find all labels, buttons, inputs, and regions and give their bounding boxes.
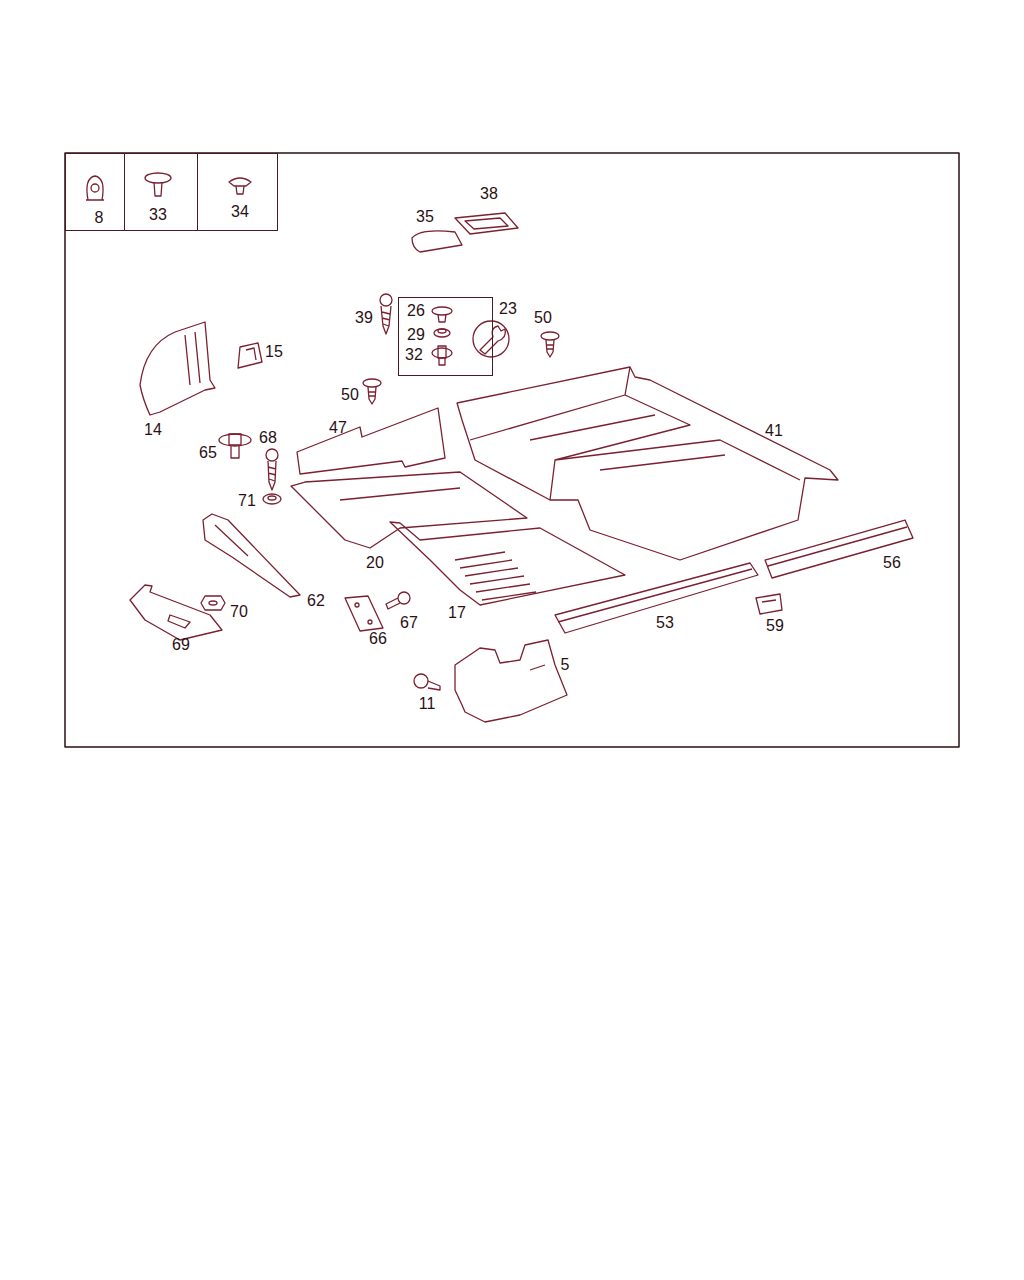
callout-number: 39 xyxy=(355,310,373,326)
kit-box: 26293223 xyxy=(398,297,493,376)
fastener-key-cell: 8 xyxy=(65,153,125,231)
callout-number: 71 xyxy=(238,493,256,509)
callout-number: 68 xyxy=(259,430,277,446)
callout-number: 29 xyxy=(407,327,425,343)
callout-number: 50 xyxy=(534,310,552,326)
callout-number: 34 xyxy=(231,204,249,220)
fastener-key-cell: 34 xyxy=(197,153,278,231)
callout-number: 15 xyxy=(265,344,283,360)
callout-number: 56 xyxy=(883,555,901,571)
callout-number: 23 xyxy=(499,301,517,317)
callout-number: 69 xyxy=(172,637,190,653)
callout-number: 8 xyxy=(95,210,104,226)
callout-number: 53 xyxy=(656,615,674,631)
callout-number: 41 xyxy=(765,423,783,439)
callout-number: 62 xyxy=(307,593,325,609)
callout-number: 38 xyxy=(480,186,498,202)
callout-number: 26 xyxy=(407,303,425,319)
callout-number: 32 xyxy=(405,347,423,363)
callout-number: 17 xyxy=(448,605,466,621)
callout-number: 35 xyxy=(416,209,434,225)
callout-number: 59 xyxy=(766,618,784,634)
callout-number: 50 xyxy=(341,387,359,403)
callout-number: 14 xyxy=(144,422,162,438)
callout-number: 65 xyxy=(199,445,217,461)
callout-number: 47 xyxy=(329,420,347,436)
callout-number: 66 xyxy=(369,631,387,647)
callout-number: 11 xyxy=(419,696,436,712)
callout-number: 20 xyxy=(366,555,384,571)
fastener-key-cell: 33 xyxy=(124,153,198,231)
callout-number: 33 xyxy=(149,207,167,223)
callout-number: 70 xyxy=(230,604,248,620)
callout-number: 67 xyxy=(400,615,418,631)
callout-number: 5 xyxy=(561,657,570,673)
